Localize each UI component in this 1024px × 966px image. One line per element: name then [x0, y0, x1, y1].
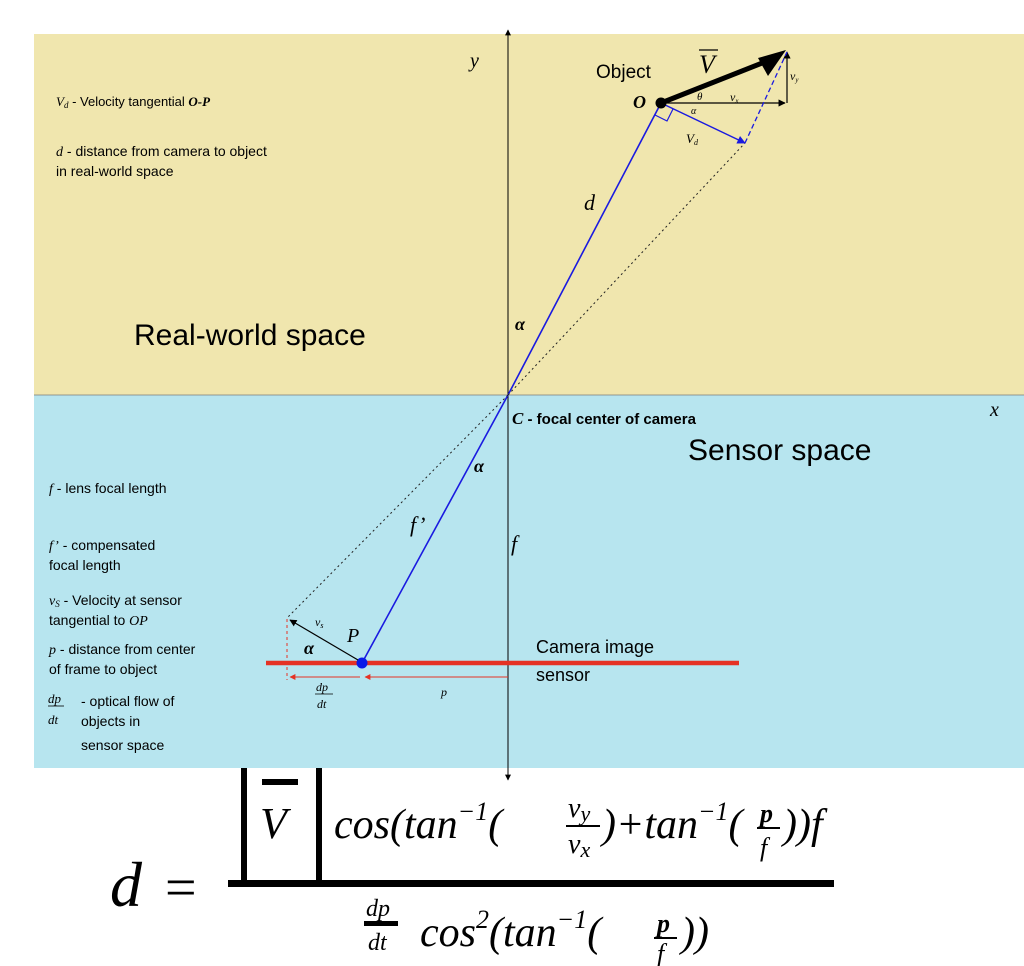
- legend-dt: dt: [48, 712, 59, 727]
- right-angle-marker: [654, 108, 674, 122]
- sensor-label-line1: Camera image: [536, 637, 654, 657]
- alpha-small-label: α: [691, 106, 697, 117]
- distance-formula: d = V cos(tan−1( vy vx )+tan−1( p f ))f …: [110, 768, 834, 966]
- alpha-sensor-label: α: [304, 638, 315, 658]
- legend-fprime-line2: focal length: [49, 557, 121, 573]
- formula-denominator: cos2(tan−1(: [420, 905, 604, 956]
- vy-label: vy: [790, 69, 799, 84]
- formula-lhs-d: d: [110, 849, 143, 920]
- legend-vs-line1: vS - Velocity at sensor: [49, 592, 182, 609]
- formula-V: V: [260, 799, 292, 848]
- object-O-label: O: [633, 92, 646, 112]
- real-world-region: [34, 34, 1024, 395]
- legend-flow-line1: - optical flow of: [81, 693, 174, 709]
- legend-p-line2: of frame to object: [49, 661, 157, 677]
- formula-vx: vx: [568, 829, 590, 862]
- legend-d-line2: in real-world space: [56, 163, 174, 179]
- dashed-component: [744, 51, 788, 144]
- legend-dp: dp: [48, 691, 62, 706]
- alpha-mid-label: α: [474, 456, 485, 476]
- legend-fprime-line1: f’ - compensated: [49, 537, 155, 554]
- formula-main-fraction-bar: [228, 880, 834, 887]
- dp-label: dp: [316, 680, 328, 694]
- dotted-projection-bottom: [286, 394, 509, 619]
- alpha-top-label: α: [515, 314, 526, 334]
- x-axis-label: x: [989, 399, 999, 421]
- object-label: Object: [596, 62, 652, 83]
- legend-f: f - lens focal length: [49, 480, 167, 497]
- dt-label: dt: [317, 697, 327, 711]
- V-label: V: [699, 50, 718, 79]
- formula-equals: =: [165, 857, 197, 919]
- legend-d-line1: d - distance from camera to object: [56, 143, 267, 160]
- P-label: P: [346, 625, 359, 647]
- sensor-point-P: [356, 657, 368, 669]
- f-axis-label: f: [511, 531, 520, 556]
- formula-numerator-3: ))f: [781, 802, 828, 848]
- velocity-arrowhead: [758, 50, 786, 76]
- formula-p2: p: [655, 909, 670, 938]
- focal-center-label: C - focal center of camera: [512, 409, 697, 428]
- formula-denominator-close: )): [679, 910, 709, 956]
- real-world-label: Real-world space: [134, 319, 366, 352]
- formula-numerator-2: )+tan−1(: [600, 797, 746, 848]
- formula-vy: vy: [568, 793, 590, 826]
- sensor-region: [34, 395, 1024, 768]
- legend-flow-line2: objects in: [81, 713, 140, 729]
- formula-dp-dt-bar: [364, 921, 398, 926]
- object-point: [655, 97, 667, 109]
- vx-label: vx: [730, 90, 739, 105]
- vs-label: vs: [315, 615, 323, 630]
- ray-object-to-center: [507, 102, 662, 396]
- formula-dp: dp: [366, 896, 390, 922]
- formula-p: p: [758, 799, 773, 828]
- vd-vector: [660, 102, 746, 144]
- ray-center-to-sensor: [361, 394, 509, 664]
- legend-flow-line3: sensor space: [81, 737, 164, 753]
- velocity-vector-V: [660, 55, 776, 106]
- formula-f: f: [760, 833, 771, 862]
- y-axis-label: y: [468, 50, 479, 72]
- sensor-label-line2: sensor: [536, 665, 590, 685]
- f-prime-label: f’: [410, 512, 425, 537]
- vd-label: Vd: [686, 131, 699, 147]
- sensor-space-label: Sensor space: [688, 434, 871, 467]
- formula-f2: f: [657, 939, 668, 966]
- legend-vs-line2: tangential to OP: [49, 612, 148, 629]
- legend-p-line1: p - distance from center: [48, 641, 196, 658]
- d-label: d: [584, 190, 596, 215]
- p-label: p: [440, 685, 447, 699]
- theta-label: θ: [697, 91, 703, 103]
- formula-numerator: cos(tan−1(: [334, 797, 505, 848]
- formula-dt: dt: [368, 930, 388, 956]
- legend-vd: Vd - Velocity tangential O-P: [56, 94, 211, 110]
- vs-vector: [289, 619, 359, 661]
